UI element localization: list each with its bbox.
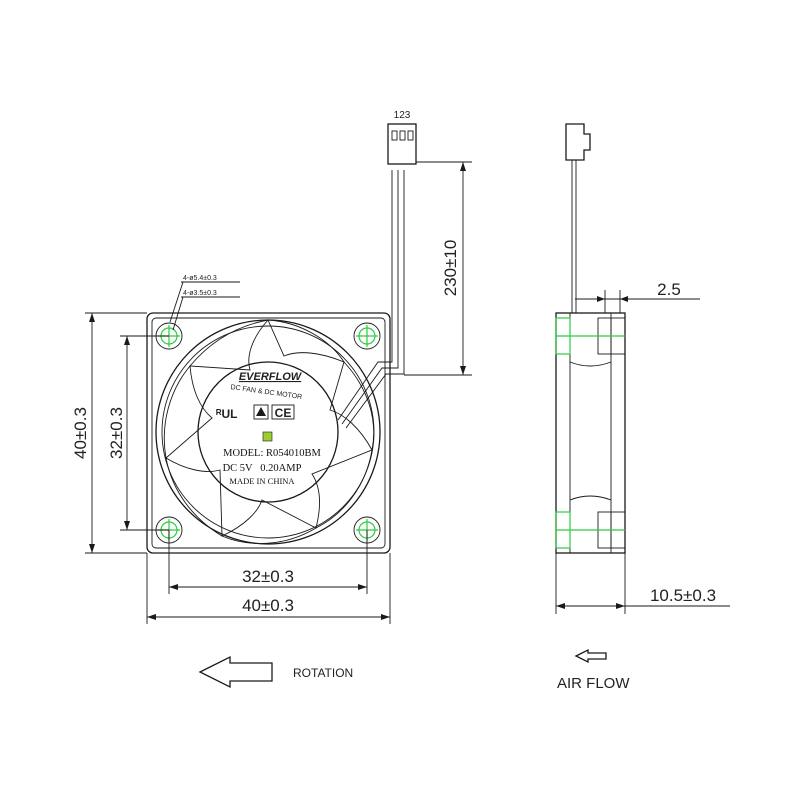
connector-pin-label: 123 <box>394 110 411 121</box>
connector-pin-2 <box>399 130 406 141</box>
airflow-label: AIR FLOW <box>557 675 630 692</box>
hole-height-dim: 32±0.3 <box>107 407 126 459</box>
fan-hub <box>197 361 339 503</box>
ce-box-icon <box>271 404 295 420</box>
model-label: MODEL: R054010BM <box>223 448 321 459</box>
thickness-dim: 10.5±0.3 <box>650 586 716 605</box>
brand-label: EVERFLOW <box>239 371 303 383</box>
status-led-icon <box>262 431 273 442</box>
tagline-label: DC FAN & DC MOTOR <box>230 384 302 401</box>
warning-label-icon <box>253 404 269 420</box>
ce-mark: CE <box>275 406 292 420</box>
side-connector <box>565 123 591 161</box>
certification-marks: ᴿUL CE <box>216 404 295 421</box>
side-frame <box>555 312 626 554</box>
dimensions-front: 230±10 4-ø5.4±0.3 4-ø3.5±0.3 40±0.3 32±0… <box>71 161 472 624</box>
connector-pin-3 <box>407 130 414 141</box>
hole-width-dim: 32±0.3 <box>242 567 294 586</box>
outer-height-dim: 40±0.3 <box>71 407 90 459</box>
ul-mark-icon: ᴿUL <box>216 407 238 421</box>
side-view <box>555 123 626 554</box>
dimensions-side: 2.5 10.5±0.3 <box>555 280 730 614</box>
connector-pin-1 <box>391 130 398 141</box>
mount-hole-outer-tr <box>353 322 381 350</box>
front-view: EVERFLOW DC FAN & DC MOTOR ᴿUL CE MODEL:… <box>146 110 417 554</box>
rotation-label: ROTATION <box>293 666 353 680</box>
rotation-arrow-icon <box>198 655 273 689</box>
origin-label: MADE IN CHINA <box>229 476 295 486</box>
fan-blades <box>163 319 375 544</box>
fan-frame-inner <box>151 317 386 549</box>
rating-label: DC 5V 0.20AMP <box>223 463 302 474</box>
legend: ROTATION AIR FLOW <box>198 648 630 692</box>
airflow-arrow-icon <box>574 648 607 664</box>
fan-frame-outer <box>146 312 391 554</box>
hole-large-callout: 4-ø5.4±0.3 <box>183 275 217 282</box>
flange-dim: 2.5 <box>657 280 681 299</box>
hole-small-callout: 4-ø3.5±0.3 <box>183 290 217 297</box>
fan-cable <box>337 170 405 429</box>
outer-width-dim: 40±0.3 <box>242 596 294 615</box>
connector-housing <box>387 123 417 165</box>
cable-length-dim: 230±10 <box>441 240 460 297</box>
